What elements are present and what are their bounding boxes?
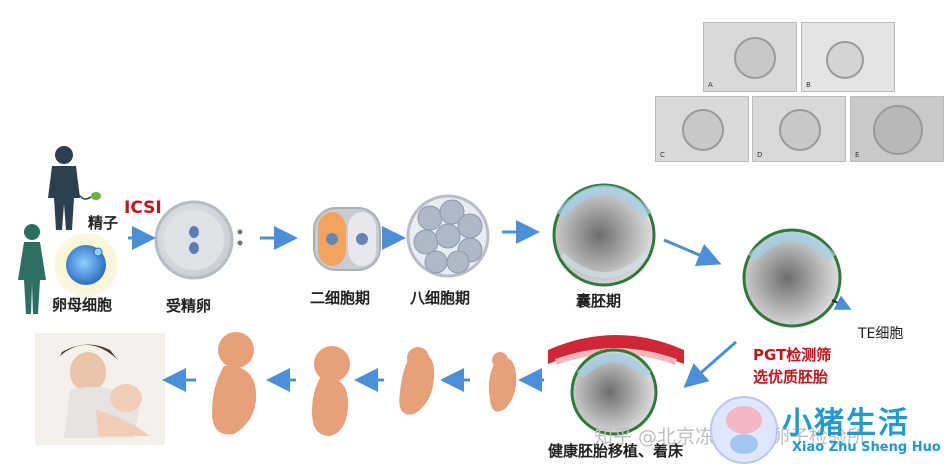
sperm-icon [72,192,101,200]
label-zygote: 受精卵 [166,297,212,315]
embryo-transfer-icon [548,335,684,436]
mother-baby-photo [35,333,165,445]
micrograph-c: C [655,96,749,162]
zygote-icon [154,200,243,280]
male-figure-icon [48,146,80,230]
blastocyst-icon [552,183,656,287]
brand-name: 小猪生活 [782,406,910,441]
oocyte-icon [54,233,118,297]
two-cell-embryo-icon [313,207,381,271]
female-figure-icon [18,224,46,314]
label-te-cell: TE细胞 [858,326,904,342]
micrograph-b: B [801,22,895,92]
blastocyst-biopsy-icon [742,228,852,328]
label-eight-cell: 八细胞期 [410,289,471,307]
label-icsi: ICSI [124,198,162,218]
early-embryo-icon [488,352,517,412]
brand-mascot-icon [710,396,778,464]
brand-pinyin: Xiao Zhu Sheng Huo [792,440,941,455]
embryo-week8-icon [399,347,435,415]
micrograph-e: E [850,96,944,162]
label-two-cell: 二细胞期 [310,289,371,307]
label-sperm: 精子 [88,214,119,232]
micrograph-a: A [703,22,797,92]
label-oocyte: 卵母细胞 [52,296,113,314]
flow-arrows [128,220,737,392]
label-pgt-line1: PGT检测筛 [753,346,832,364]
label-blastocyst: 囊胚期 [576,292,622,310]
label-pgt-line2: 选优质胚胎 [753,368,829,386]
fetus-week10-icon [312,346,350,436]
micrograph-d: D [752,96,846,162]
eight-cell-embryo-icon [406,194,490,278]
fetus-week12-icon [212,332,257,435]
label-transfer: 健康胚胎移植、着床 [548,442,684,460]
